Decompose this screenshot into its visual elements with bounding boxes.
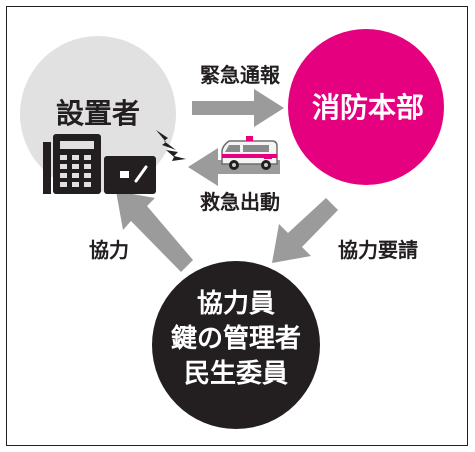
emergency-device-icon	[104, 156, 156, 194]
fire-hq-label: 消防本部	[312, 91, 424, 124]
cooperators-circle	[152, 261, 320, 429]
fire-hq-circle	[288, 29, 444, 185]
signal-icon	[156, 130, 186, 161]
ambulance-icon	[221, 136, 278, 170]
cooperators-label-line1: 協力員	[197, 289, 275, 319]
cooperation-label: 協力	[89, 238, 129, 262]
emergency-dispatch-label: 救急出動	[200, 190, 280, 214]
cooperation-arrow	[116, 191, 193, 272]
installer-label: 設置者	[56, 97, 140, 130]
cooperators-label-line3: 民生委員	[184, 359, 288, 389]
emergency-report-label: 緊急通報	[200, 63, 281, 87]
cooperation-request-label: 協力要請	[338, 238, 418, 262]
cooperation-request-arrow	[272, 198, 338, 263]
telephone-icon	[43, 134, 101, 194]
cooperators-label-line2: 鍵の管理者	[171, 323, 301, 354]
emergency-report-arrow	[192, 89, 284, 127]
